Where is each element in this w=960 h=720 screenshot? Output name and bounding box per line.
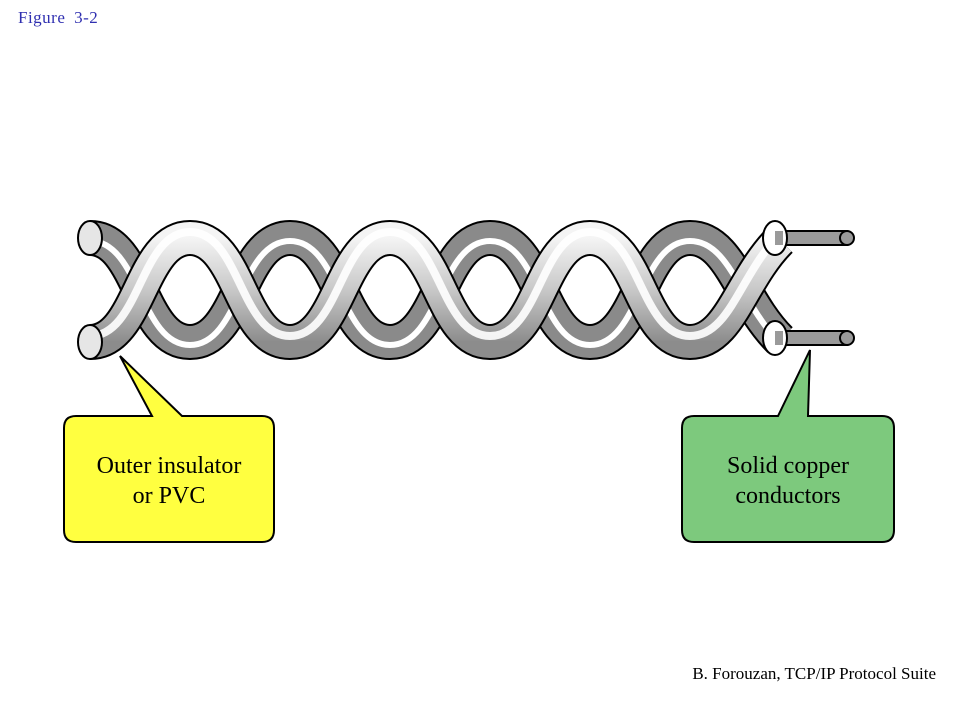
wire-end-left-bottom [77, 324, 103, 360]
callout-conductors: Solid copper conductors [681, 349, 895, 543]
wire-end-left-top [77, 220, 103, 256]
footer-credit: B. Forouzan, TCP/IP Protocol Suite [692, 664, 936, 683]
conductor-bottom [762, 320, 855, 356]
callout-conductors-line2: conductors [735, 483, 840, 509]
callout-insulator-line2: or PVC [133, 483, 206, 509]
figure-title: Figure 3-2 [18, 8, 99, 27]
callout-insulator-line1: Outer insulator [97, 453, 242, 479]
conductor-top [762, 220, 855, 256]
wire-light [87, 219, 794, 361]
callout-conductors-line1: Solid copper [727, 453, 849, 479]
callout-insulator: Outer insulator or PVC [63, 355, 275, 543]
